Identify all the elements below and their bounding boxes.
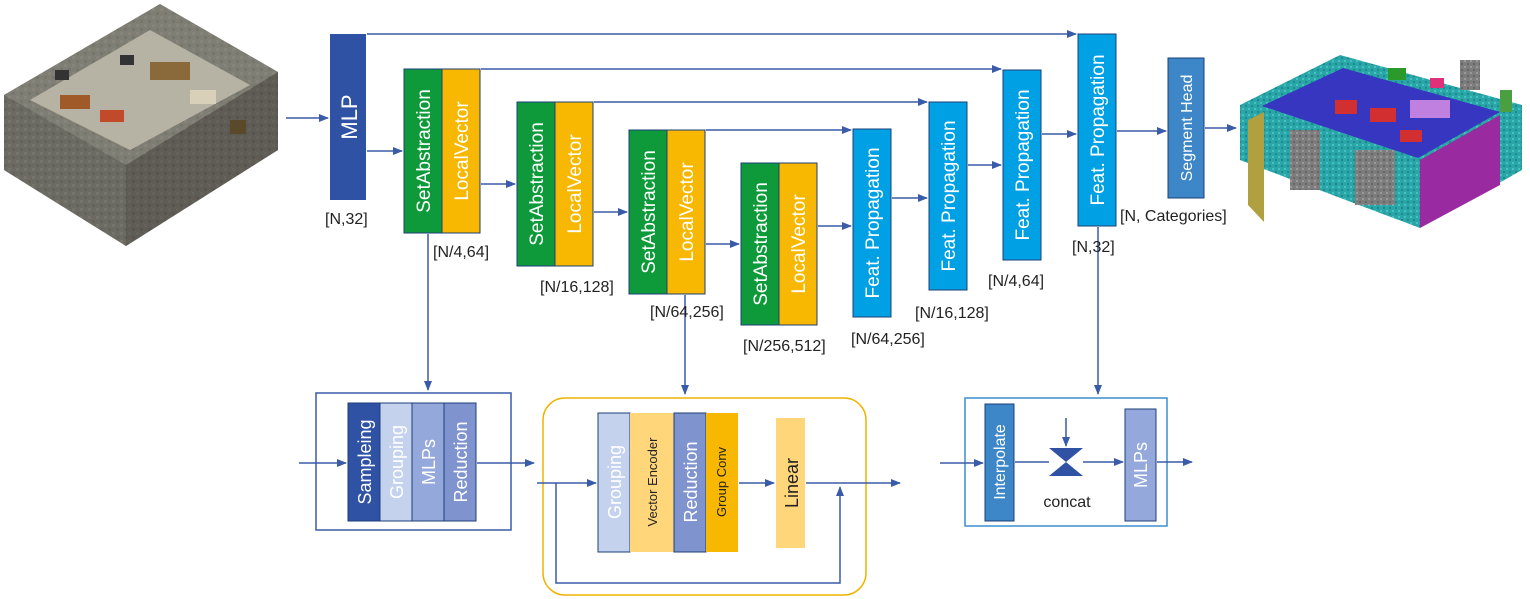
dim-fp1: [N/64,256] xyxy=(851,331,925,348)
dim-stage3: [N/64,256] xyxy=(650,304,724,321)
fp-concat-icon xyxy=(1049,448,1083,476)
fp-concat-label: concat xyxy=(1043,494,1091,511)
fp-interpolate-block xyxy=(984,403,1015,522)
segment-head-label: Segment Head xyxy=(1179,75,1196,182)
local-vector-label-4: LocalVector xyxy=(789,194,810,294)
fp-interpolate-label: Interpolate xyxy=(992,424,1009,500)
set-abstraction-block-1 xyxy=(403,68,443,234)
set-abstraction-label-3: SetAbstraction xyxy=(639,150,660,274)
sa-sampling-block xyxy=(347,402,381,522)
feat-propagation-label-2: Feat. Propagation xyxy=(939,120,960,271)
lv-linear-label: Linear xyxy=(782,458,802,508)
local-vector-label-3: LocalVector xyxy=(677,162,698,262)
local-vector-block-1 xyxy=(441,68,481,234)
lv-linear-block xyxy=(776,418,805,548)
lv-reduction-label: Reduction xyxy=(681,441,701,522)
feat-propagation-label-4: Feat. Propagation xyxy=(1088,54,1109,205)
lv-vector-encoder-label: Vector Encoder xyxy=(645,437,660,527)
sa-detail-frame xyxy=(315,392,512,531)
local-vector-block-2 xyxy=(554,101,594,267)
lv-detail-frame xyxy=(542,397,867,596)
sa-reduction-label: Reduction xyxy=(451,421,471,502)
lv-group-conv-block xyxy=(706,413,738,552)
local-vector-block-3 xyxy=(666,129,706,295)
sa-grouping-block xyxy=(379,402,413,522)
set-abstraction-label-4: SetAbstraction xyxy=(751,182,772,306)
dim-stage4: [N/256,512] xyxy=(743,338,826,355)
local-vector-block-4 xyxy=(778,162,818,326)
dim-fp3: [N/4,64] xyxy=(988,273,1044,290)
sa-grouping-label: Grouping xyxy=(387,425,407,499)
mlp-block xyxy=(330,34,366,200)
sa-sampling-label: Sampleing xyxy=(355,419,375,504)
sa-mlps-block xyxy=(411,402,445,522)
mlp-block-label: MLP xyxy=(337,94,362,139)
main-arrows xyxy=(286,30,1237,395)
set-abstraction-detail: Sampleing Grouping MLPs Reduction xyxy=(299,392,535,531)
fp-mlps-label: MLPs xyxy=(1131,442,1151,488)
dim-output: [N, Categories] xyxy=(1120,208,1227,225)
lv-vector-encoder-block xyxy=(630,413,674,552)
output-segmented-point-cloud-image xyxy=(1240,55,1522,228)
lv-grouping-label: Grouping xyxy=(605,445,625,519)
local-vector-label-2: LocalVector xyxy=(565,134,586,234)
sa-reduction-block xyxy=(443,402,477,522)
dim-fp4: [N,32] xyxy=(1072,239,1115,256)
feat-propagation-label-1: Feat. Propagation xyxy=(863,147,884,298)
feat-propagation-block-2 xyxy=(928,101,968,291)
local-vector-detail: Grouping Vector Encoder Reduction Group … xyxy=(537,397,901,596)
feat-propagation-label-3: Feat. Propagation xyxy=(1013,89,1034,240)
segment-head-block xyxy=(1167,57,1205,199)
set-abstraction-block-3 xyxy=(628,129,668,295)
feat-propagation-block-4 xyxy=(1077,33,1117,227)
set-abstraction-label-1: SetAbstraction xyxy=(414,89,435,213)
feat-propagation-detail: Interpolate concat MLPs xyxy=(940,397,1193,527)
local-vector-label-1: LocalVector xyxy=(452,101,473,201)
set-abstraction-block-4 xyxy=(740,162,780,326)
dim-mlp: [N,32] xyxy=(325,211,368,228)
dim-stage2: [N/16,128] xyxy=(540,279,614,296)
fp-mlps-block xyxy=(1124,408,1157,522)
lv-grouping-block xyxy=(597,412,631,553)
sa-mlps-label: MLPs xyxy=(419,439,439,485)
dim-fp2: [N/16,128] xyxy=(915,305,989,322)
feat-propagation-block-3 xyxy=(1002,69,1042,261)
input-point-cloud-image xyxy=(4,4,278,246)
feat-propagation-block-1 xyxy=(852,128,892,318)
dim-stage1: [N/4,64] xyxy=(433,244,489,261)
lv-group-conv-label: Group Conv xyxy=(714,446,729,517)
set-abstraction-label-2: SetAbstraction xyxy=(527,122,548,246)
